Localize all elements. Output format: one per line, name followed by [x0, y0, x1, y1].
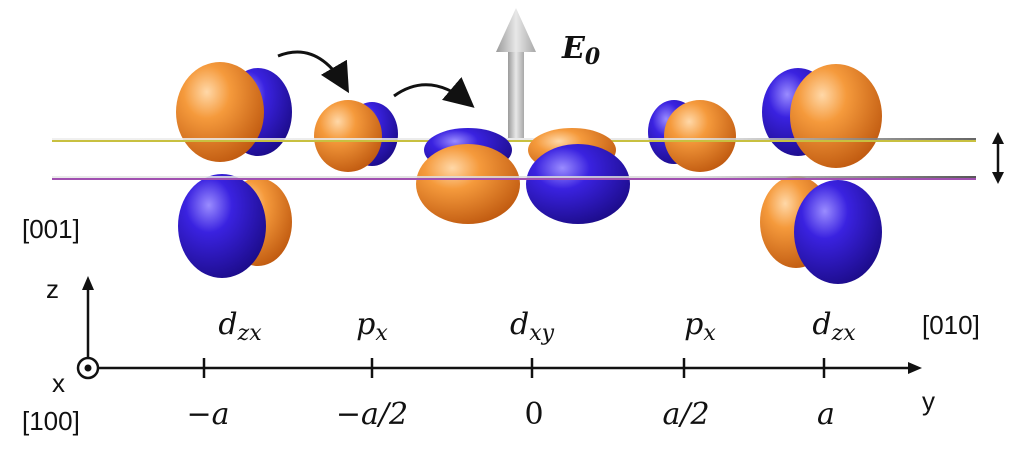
orbital-dzx-left	[176, 62, 292, 278]
top-plane	[52, 138, 976, 142]
field-arrow	[496, 8, 536, 138]
z-axis	[82, 276, 94, 366]
direction-100-label: [100]	[22, 406, 80, 436]
orbital-px-right	[648, 100, 736, 172]
hopping-arrow-2	[393, 77, 475, 108]
direction-001-label: [001]	[22, 214, 80, 244]
y-axis-label: y	[922, 386, 935, 416]
tick-label: −a	[186, 397, 229, 432]
tick-label: −a/2	[336, 397, 408, 432]
orbital-dxy	[416, 128, 630, 224]
tick-label: a	[817, 397, 835, 432]
bottom-plane	[52, 176, 976, 180]
x-axis-label: x	[52, 368, 65, 398]
field-label: E0	[561, 31, 601, 70]
tick-label: a/2	[662, 397, 709, 432]
tick-label: 0	[524, 397, 543, 432]
orbital-label: px	[684, 307, 716, 346]
axis-ticks	[202, 358, 826, 378]
orbital-label: dxy	[510, 307, 555, 346]
orbital-px-left	[314, 100, 398, 172]
direction-010-label: [010]	[922, 310, 980, 340]
separation-arrow	[992, 132, 1004, 184]
orbital-label: dzx	[812, 307, 856, 346]
hopping-arrow-1	[277, 50, 350, 94]
z-axis-label: z	[46, 274, 59, 304]
x-axis-out-of-page-icon	[76, 356, 100, 380]
y-axis	[88, 362, 922, 374]
orbital-label: px	[356, 307, 388, 346]
orbital-dzx-right	[760, 64, 882, 284]
orbital-label: dzx	[218, 307, 262, 346]
